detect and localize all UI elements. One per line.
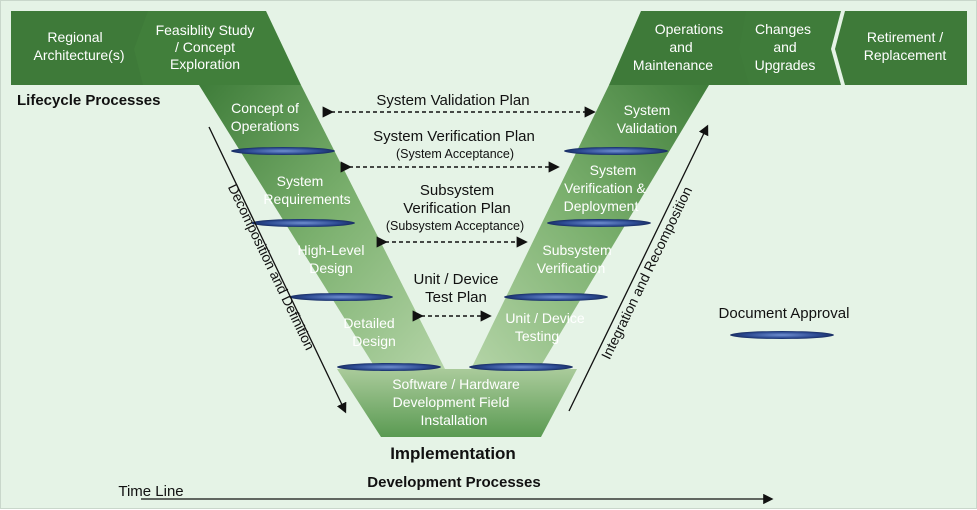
operations-maintenance-box bbox=[609, 11, 753, 85]
feasibility-line-2: / Concept bbox=[175, 39, 235, 55]
legend-label: Document Approval bbox=[719, 305, 850, 322]
validation-line-1: System bbox=[624, 102, 671, 118]
changes-line-3: Upgrades bbox=[755, 57, 816, 73]
unit-line-2: Testing bbox=[515, 328, 559, 344]
subsystem-plan-line-1: Subsystem bbox=[420, 182, 494, 199]
system-req-line-2: Requirements bbox=[263, 191, 350, 207]
feasibility-line-3: Exploration bbox=[170, 56, 240, 72]
system-req-line-1: System bbox=[277, 173, 324, 189]
subsystem-line-2: Verification bbox=[537, 260, 605, 276]
verification-line-2: Verification & bbox=[564, 180, 646, 196]
feasibility-line-1: Feasiblity Study bbox=[156, 22, 255, 38]
detailed-line-1: Detailed bbox=[343, 315, 394, 331]
regional-architecture-box bbox=[11, 11, 151, 85]
implementation-label: Implementation bbox=[390, 444, 516, 463]
subsystem-acceptance-label: (Subsystem Acceptance) bbox=[386, 219, 524, 233]
unit-plan-line-1: Unit / Device bbox=[413, 271, 498, 288]
concept-line-2: Operations bbox=[231, 118, 299, 134]
approval-disc bbox=[504, 293, 608, 301]
changes-line-2: and bbox=[773, 39, 796, 55]
bottom-line-1: Software / Hardware bbox=[392, 376, 520, 392]
approval-disc bbox=[289, 293, 393, 301]
unit-plan-line-2: Test Plan bbox=[425, 289, 487, 306]
operations-line-3: Maintenance bbox=[633, 57, 713, 73]
system-verification-plan-label: System Verification Plan bbox=[373, 128, 535, 145]
unit-line-1: Unit / Device bbox=[505, 310, 585, 326]
retirement-replacement-box bbox=[835, 11, 967, 85]
approval-disc bbox=[469, 363, 573, 371]
approval-disc bbox=[547, 219, 651, 227]
validation-line-2: Validation bbox=[617, 120, 677, 136]
subsystem-plan-line-2: Verification Plan bbox=[403, 200, 511, 217]
development-processes-label: Development Processes bbox=[367, 474, 540, 491]
feasibility-study-box bbox=[134, 11, 301, 85]
verification-line-1: System bbox=[590, 162, 637, 178]
system-acceptance-label: (System Acceptance) bbox=[396, 147, 514, 161]
integration-arrow bbox=[568, 124, 709, 412]
approval-disc bbox=[337, 363, 441, 371]
legend-approval-disc bbox=[730, 331, 834, 339]
operations-line-1: Operations bbox=[655, 21, 723, 37]
changes-line-1: Changes bbox=[755, 21, 811, 37]
approval-disc bbox=[564, 147, 668, 155]
bottom-line-3: Installation bbox=[421, 412, 488, 428]
lifecycle-processes-label: Lifecycle Processes bbox=[17, 92, 160, 109]
subsystem-line-1: Subsystem bbox=[542, 242, 611, 258]
high-level-line-1: High-Level bbox=[298, 242, 365, 258]
regional-line-1: Regional bbox=[47, 29, 102, 45]
svg-text:Retirement /Replacement: Retirement / Replacement bbox=[864, 29, 947, 63]
bottom-line-2: Development Field bbox=[393, 394, 510, 410]
regional-line-2: Architecture(s) bbox=[33, 47, 124, 63]
operations-line-2: and bbox=[669, 39, 692, 55]
approval-disc bbox=[231, 147, 335, 155]
detailed-line-2: Design bbox=[352, 333, 396, 349]
bottom-block bbox=[337, 369, 577, 437]
changes-upgrades-box bbox=[739, 11, 841, 85]
system-validation-plan-label: System Validation Plan bbox=[376, 92, 529, 109]
decomposition-arrow bbox=[208, 126, 347, 414]
verification-line-3: Deployment bbox=[564, 198, 639, 214]
high-level-line-2: Design bbox=[309, 260, 353, 276]
retirement-line-2: Replacement bbox=[864, 47, 947, 63]
approval-disc bbox=[251, 219, 355, 227]
concept-line-1: Concept of bbox=[231, 100, 299, 116]
timeline-label: Time Line bbox=[118, 483, 183, 500]
retirement-line-1: Retirement / bbox=[867, 29, 943, 45]
